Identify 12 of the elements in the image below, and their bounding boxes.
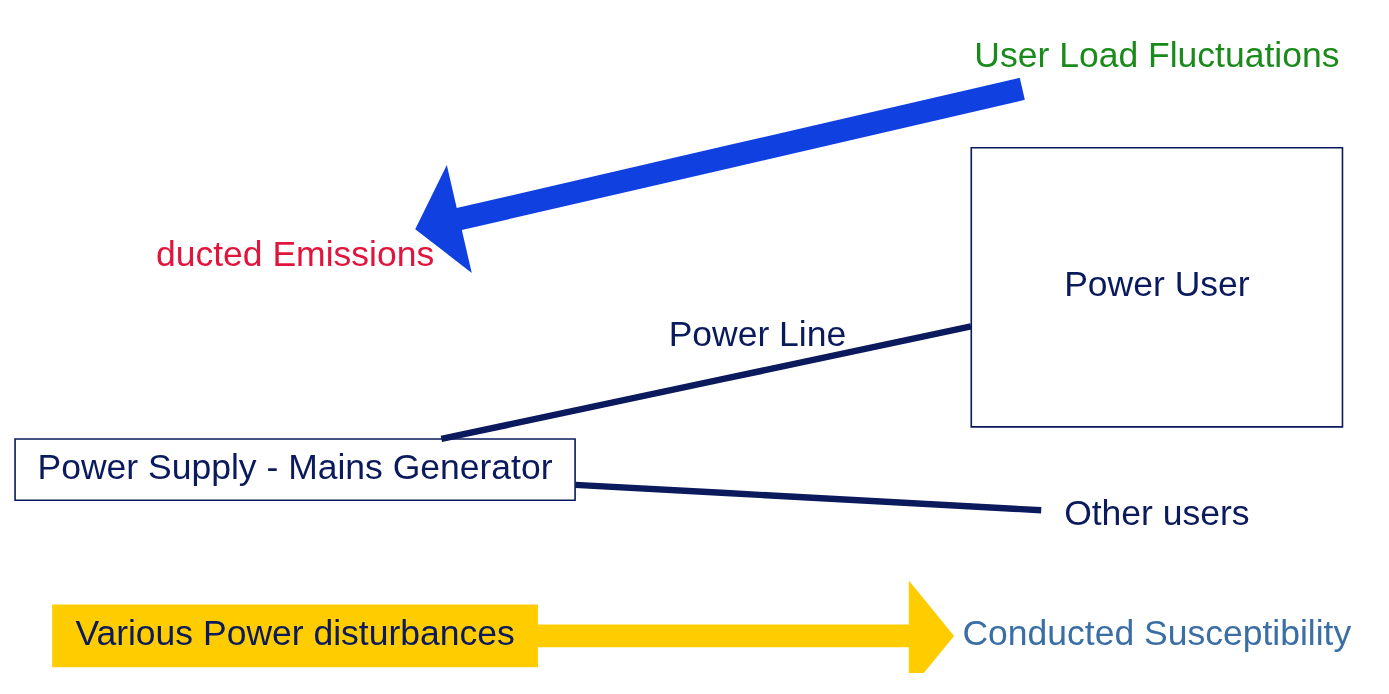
node-text: User Load Fluctuations bbox=[974, 35, 1340, 76]
node-text: ducted Emissions bbox=[155, 233, 435, 274]
node-box: Power User bbox=[970, 146, 1344, 428]
node-box: Various Power disturbances bbox=[52, 604, 538, 668]
node-text: Conducted Susceptibility bbox=[962, 612, 1352, 653]
connector bbox=[440, 323, 972, 443]
arrow bbox=[415, 77, 1025, 273]
node-text: Other users bbox=[1064, 493, 1250, 534]
connector bbox=[575, 481, 1042, 514]
node-box: Power Supply - Mains Generator bbox=[14, 438, 576, 502]
edge-label: Power Line bbox=[668, 314, 847, 355]
arrow bbox=[537, 580, 955, 673]
